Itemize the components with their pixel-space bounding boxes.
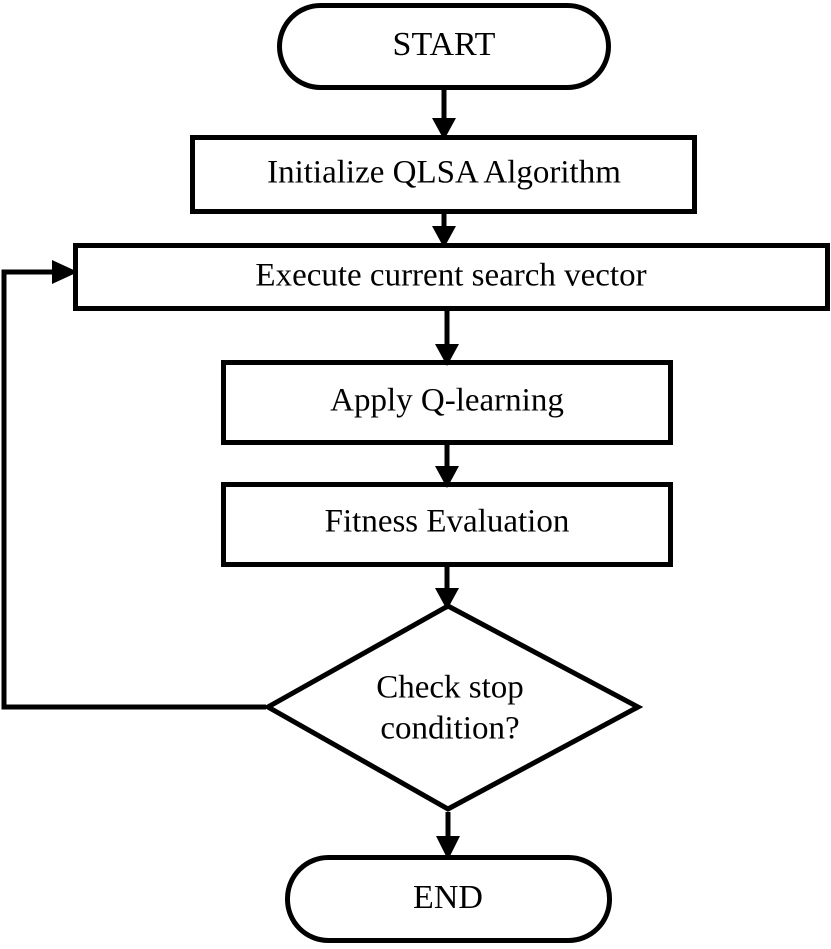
fitness-evaluation-label: Fitness Evaluation — [325, 504, 570, 540]
end-shape — [285, 855, 612, 943]
execute-current-search-vector-label: Execute current search vector — [255, 258, 646, 294]
edge-decision-feedback-to-execute — [1, 260, 266, 710]
execute-current-search-vector-shape — [73, 243, 830, 311]
initialize-qlsa-algorithm-label: Initialize QLSA Algorithm — [267, 155, 621, 191]
edge-decision-to-end — [436, 812, 460, 860]
node-check-stop-condition[interactable]: Check stop condition? — [262, 603, 644, 812]
end-label: END — [413, 879, 483, 916]
node-fitness-evaluation[interactable]: Fitness Evaluation — [221, 482, 673, 567]
node-apply-q-learning[interactable]: Apply Q-learning — [221, 360, 673, 445]
start-shape — [277, 3, 611, 90]
node-execute-current-search-vector[interactable]: Execute current search vector — [73, 243, 830, 311]
check-stop-condition-shape — [262, 603, 644, 812]
node-start[interactable]: START — [277, 3, 611, 90]
edge-fitness-to-decision — [435, 567, 459, 610]
fitness-evaluation-shape — [221, 482, 673, 567]
apply-q-learning-shape — [221, 360, 673, 445]
check-stop-condition-label-line1: Check stop — [376, 670, 524, 706]
edge-execute-to-qlearning — [435, 311, 459, 366]
apply-q-learning-label: Apply Q-learning — [330, 383, 564, 419]
start-label: START — [393, 26, 496, 63]
node-end[interactable]: END — [285, 855, 612, 943]
edge-start-to-init — [432, 90, 456, 140]
initialize-qlsa-algorithm-shape — [190, 135, 697, 214]
edge-init-to-execute — [432, 214, 456, 248]
check-stop-condition-label-line2: condition? — [380, 711, 519, 747]
node-initialize-qlsa-algorithm[interactable]: Initialize QLSA Algorithm — [190, 135, 697, 214]
edge-qlearning-to-fitness — [435, 445, 459, 488]
